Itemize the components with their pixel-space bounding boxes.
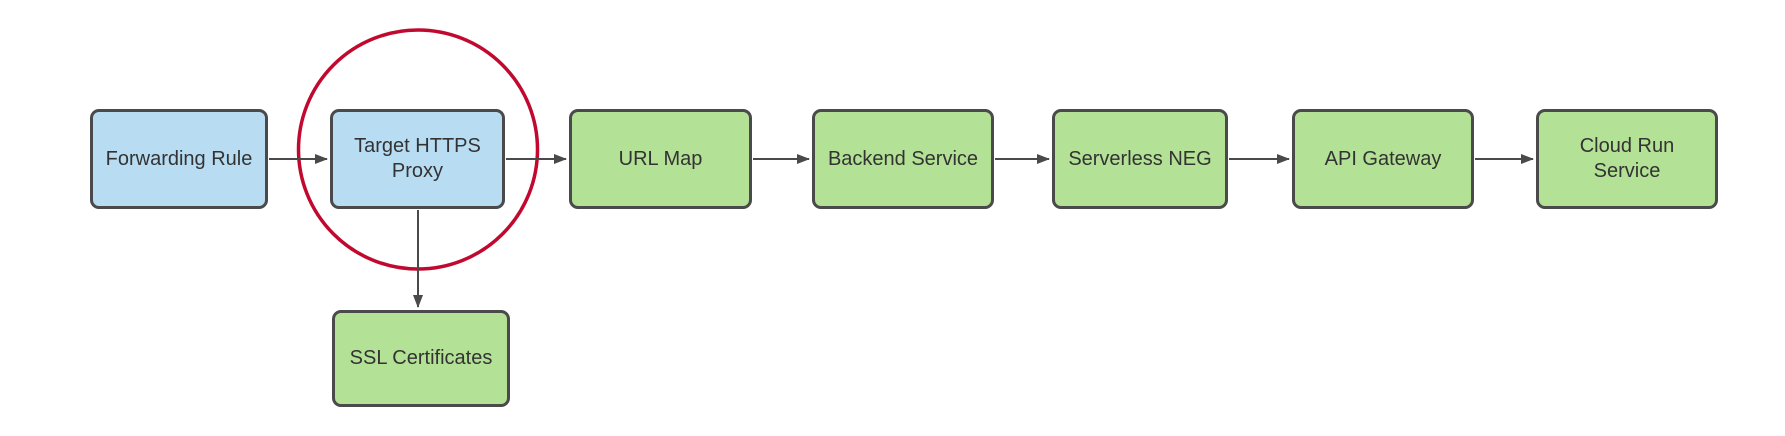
node-api-gateway: API Gateway xyxy=(1292,109,1474,209)
node-backend-service: Backend Service xyxy=(812,109,994,209)
node-label: Backend Service xyxy=(827,147,979,170)
node-serverless-neg: Serverless NEG xyxy=(1052,109,1228,209)
node-forwarding-rule: Forwarding Rule xyxy=(90,109,268,209)
node-label: API Gateway xyxy=(1324,147,1442,170)
node-target-https-proxy: Target HTTPS Proxy xyxy=(330,109,505,209)
node-label: Serverless NEG xyxy=(1068,147,1212,170)
node-url-map: URL Map xyxy=(569,109,752,209)
node-label: SSL Certificates xyxy=(349,347,493,369)
node-label: Target HTTPS Proxy xyxy=(354,135,481,182)
node-label: Cloud Run Service xyxy=(1579,135,1675,182)
node-ssl-certificates: SSL Certificates xyxy=(332,310,510,407)
node-label: Forwarding Rule xyxy=(105,147,253,170)
node-label: URL Map xyxy=(618,147,703,170)
node-cloud-run-service: Cloud Run Service xyxy=(1536,109,1718,209)
